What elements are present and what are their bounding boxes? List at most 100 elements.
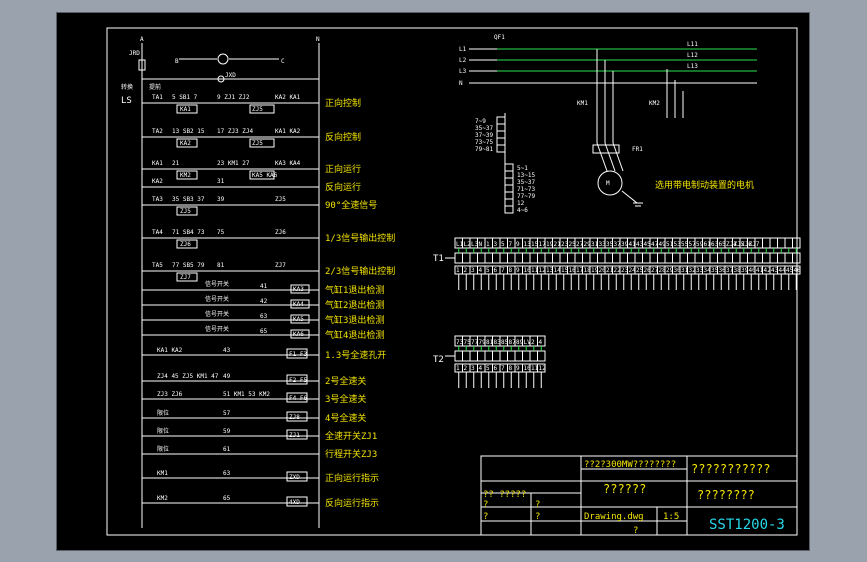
- row-nums-label: 77 SB5 79: [172, 262, 205, 269]
- small-table-row: 35~37: [475, 125, 493, 132]
- terminal-number: 37: [726, 267, 734, 274]
- row-description: 正向控制: [325, 97, 361, 109]
- terminal-number: 35: [711, 267, 719, 274]
- contact-num: 41: [260, 283, 268, 290]
- contact-label: 信号开关: [205, 280, 229, 288]
- terminal-top-label: 27: [576, 241, 584, 248]
- rev-cell-4: ?: [535, 512, 540, 522]
- terminal-top-label: 81: [486, 339, 494, 346]
- drawing-file-label: Drawing.dwg: [584, 512, 644, 522]
- terminal-top-label: 19: [546, 241, 554, 248]
- small-table-row2: 35~37: [517, 179, 535, 186]
- terminal-top-label: LV: [524, 339, 532, 346]
- project-title: ??2?300MW????????: [584, 460, 676, 470]
- terminal-top-label: 41: [629, 241, 637, 248]
- terminal-strips: T1 T2 L11L22L33N415365778991310151117121…: [433, 237, 801, 388]
- km2-label: KM2: [649, 100, 660, 107]
- fuse2-label: JXD: [225, 72, 236, 79]
- row-right-label: KA1 KA2: [275, 128, 301, 135]
- svg-text:M: M: [606, 180, 610, 187]
- terminal-number: 13: [546, 267, 554, 274]
- lower-num-label: 57: [223, 410, 231, 417]
- phase-label: N: [459, 80, 463, 87]
- phase-b-label: B: [175, 58, 179, 65]
- terminal-top-label: 47: [651, 241, 659, 248]
- row-nums-label: 5 SB1 7: [172, 94, 198, 101]
- terminal-top-label: 43: [636, 241, 644, 248]
- lower-num-label: 63: [223, 470, 231, 477]
- terminal-top-label: 77: [471, 339, 479, 346]
- motor-symbol: [597, 170, 623, 196]
- row-nums-label: 35 SB3 37: [172, 196, 205, 203]
- terminal-top-label: 4: [539, 339, 543, 346]
- terminal-number: 39: [741, 267, 749, 274]
- lower-left-label: KA1 KA2: [157, 347, 183, 354]
- sub-name: ????????: [697, 488, 755, 502]
- lower-coil-label: ZJ8: [289, 414, 300, 421]
- lower-left-label: 限位: [157, 409, 169, 417]
- title-block: ??2?300MW???????? ??????????? ?????? ???…: [480, 455, 798, 536]
- contact-coil: KA6: [293, 331, 304, 338]
- terminal-top-label: 17: [539, 241, 547, 248]
- lower-left-label: KM2: [157, 495, 168, 502]
- terminal: N4: [477, 237, 486, 290]
- terminal-top-label: 63: [711, 241, 719, 248]
- phase-label: L1: [459, 46, 467, 53]
- lower-description: 4号全速关: [325, 412, 366, 424]
- terminal: 857: [499, 335, 509, 388]
- row-left-label: TA1: [152, 94, 163, 101]
- terminal-number: 28: [659, 267, 667, 274]
- terminal-top-label: 31: [591, 241, 599, 248]
- contact-coil: KA3: [293, 286, 304, 293]
- relay-label: FR1: [632, 146, 643, 153]
- terminal-top-label: 5: [501, 241, 505, 248]
- terminal-number: 21: [606, 267, 614, 274]
- row-coil2-label: KA5 KA6: [252, 172, 278, 179]
- row-mid-label: 39: [217, 196, 225, 203]
- fuse-label: JRD: [129, 50, 140, 57]
- terminal-top-label: ZJ5: [734, 241, 745, 248]
- row-mid-label: 17 ZJ3 ZJ4: [217, 128, 254, 135]
- rev-cell-2: ?: [483, 512, 488, 522]
- terminal: 63 35: [709, 237, 719, 290]
- out-label: L13: [687, 63, 698, 70]
- small-table-row2: 13~15: [517, 172, 535, 179]
- motor-description: 选用带电制动装置的电机: [655, 179, 754, 191]
- small-table-row: 73~75: [475, 139, 493, 146]
- terminal-top-label: 35: [606, 241, 614, 248]
- ls-label: LS: [121, 96, 132, 106]
- terminal: 57: [499, 237, 508, 290]
- terminal-top-label: 89: [516, 339, 524, 346]
- lower-description: 全速开关ZJ1: [325, 430, 377, 442]
- lower-description: 2号全速关: [325, 375, 366, 387]
- bus-n-label: N: [316, 36, 320, 43]
- lower-coil-label: F4 F6: [289, 395, 307, 402]
- terminal-number: 27: [651, 267, 659, 274]
- contact-num: 65: [260, 328, 268, 335]
- small-table-row: 79~81: [475, 146, 493, 153]
- lower-num-label: 51 KM1 53 KM2: [223, 391, 270, 398]
- breaker-label: QF1: [494, 34, 505, 41]
- terminal-number: 30: [674, 267, 682, 274]
- lower-left-label: 限位: [157, 427, 169, 435]
- terminal-top-label: ZJ4: [726, 241, 737, 248]
- phase-c-label: C: [281, 58, 285, 65]
- small-table-row2: 4~6: [517, 207, 528, 214]
- terminal-number: 17: [576, 267, 584, 274]
- terminal-number: 10: [524, 267, 532, 274]
- row-coil-label: ZJ5: [180, 208, 191, 215]
- contact-description: 气缸2退出检测: [325, 299, 384, 311]
